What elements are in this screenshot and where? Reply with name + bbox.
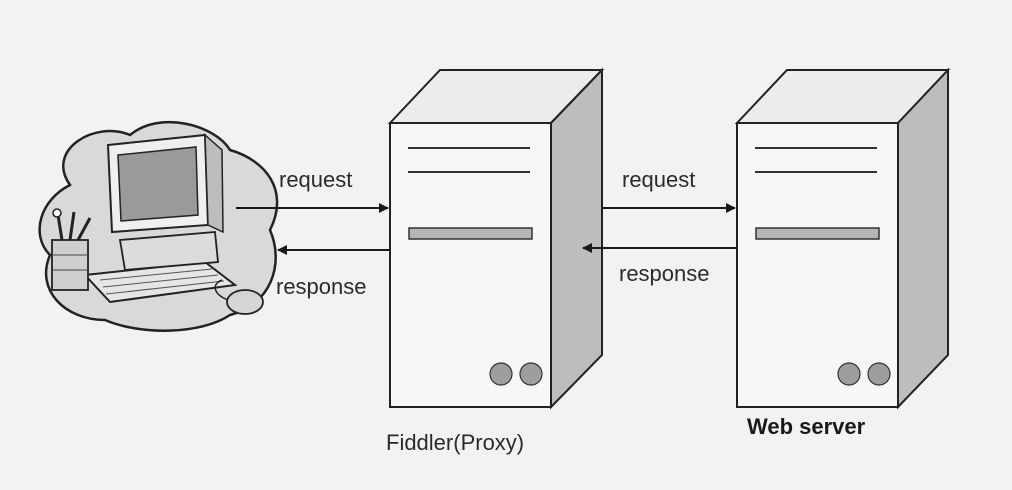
proxy-server-icon [387,67,605,410]
web-server-icon [734,67,951,410]
desktop-computer-icon [38,120,279,332]
client-request-label: request [279,167,353,192]
proxy-label: Fiddler(Proxy) [386,430,525,455]
proxy-response-label: response [619,261,710,286]
client-response-label: response [276,274,367,299]
proxy-request-label: request [622,167,696,192]
web-server-label: Web server [747,414,866,439]
